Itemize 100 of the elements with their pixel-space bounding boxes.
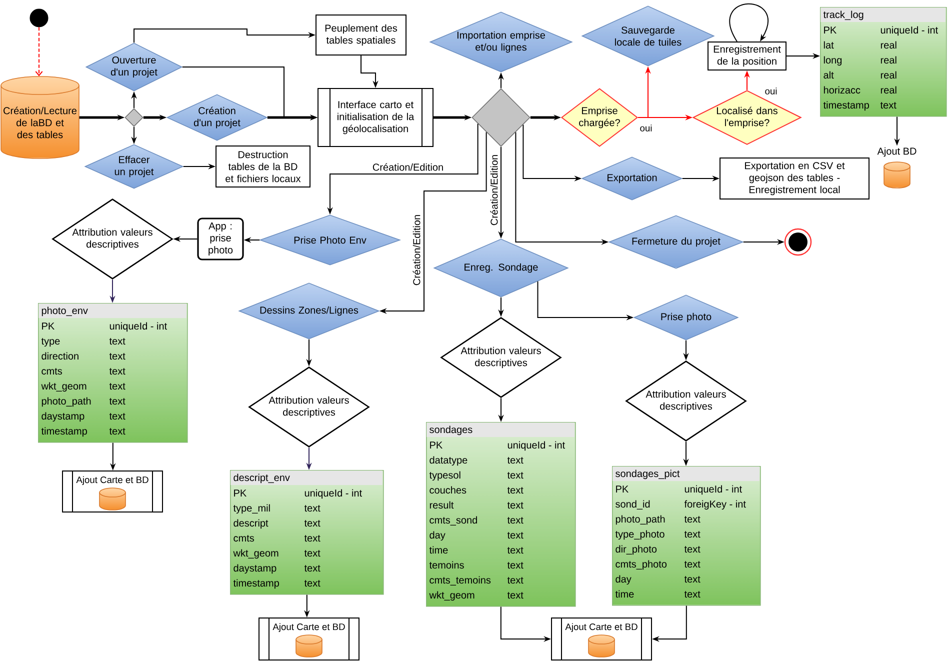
- process-box: Exportation en CSV et geojson des tables - Enregistrement local: [720, 158, 870, 200]
- field-name: wkt_geom: [41, 382, 86, 392]
- field-name: time: [429, 546, 448, 554]
- field-type: text: [507, 502, 524, 509]
- edge-label: oui: [764, 87, 778, 95]
- field-type: text: [304, 580, 320, 587]
- field-name: typesol: [429, 471, 460, 481]
- field-name: PK: [234, 490, 246, 496]
- field-type: text: [109, 368, 126, 375]
- field-name: long: [824, 56, 842, 66]
- field-type: uniqueId - int: [110, 322, 167, 332]
- field-name: type: [41, 338, 60, 347]
- subprocess-box: Interface carto et initialisation de la géolocalisation: [318, 88, 434, 147]
- field-name: PK: [824, 26, 836, 34]
- field-type: foreigKey - int: [684, 500, 746, 510]
- arrow: [35, 26, 43, 76]
- field-name: daystamp: [42, 412, 84, 422]
- field-type: text: [507, 472, 524, 479]
- field-type: uniqueId - int: [880, 26, 938, 36]
- field-type: text: [507, 517, 524, 524]
- field-name: cmts_temoins: [430, 576, 491, 586]
- field-type: uniqueId - int: [304, 489, 362, 499]
- field-name: direction: [42, 352, 78, 360]
- field-type: real: [880, 56, 896, 64]
- field-type: text: [304, 565, 320, 572]
- field-name: cmts_photo: [616, 560, 667, 570]
- field-name: time: [615, 590, 634, 598]
- field-name: photo_path: [616, 515, 665, 525]
- field-name: wkt_geom: [233, 549, 278, 559]
- process-box: Enregistrement de la position: [708, 42, 787, 70]
- edge-label: oui: [639, 124, 653, 132]
- field-type: text: [507, 592, 524, 599]
- field-name: cmts_sond: [430, 516, 477, 526]
- field-name: couches: [430, 486, 466, 494]
- field-type: text: [109, 338, 126, 345]
- field-name: type_photo: [615, 530, 664, 540]
- start-circle: [30, 8, 48, 28]
- field-name: lat: [824, 41, 834, 49]
- field-name: day: [430, 531, 446, 541]
- field-type: text: [880, 102, 896, 109]
- process-box: Destruction tables de la BD et fichiers locaux: [216, 146, 310, 188]
- field-name: timestamp: [41, 427, 87, 437]
- field-name: day: [616, 575, 632, 585]
- field-type: real: [880, 41, 896, 49]
- table-title: descript_env: [234, 474, 290, 484]
- field-type: text: [684, 546, 700, 553]
- field-type: text: [304, 520, 320, 527]
- field-type: text: [304, 550, 320, 557]
- field-name: alt: [824, 71, 834, 79]
- field-name: sond_id: [616, 500, 650, 510]
- field-name: temoins: [429, 561, 464, 569]
- field-name: cmts: [234, 535, 254, 542]
- edge-label: Création/Edition: [372, 162, 444, 172]
- field-type: text: [684, 531, 700, 538]
- decision-diamond: [124, 108, 144, 127]
- loop-arrow: [729, 3, 768, 42]
- field-type: text: [507, 487, 524, 494]
- field-type: text: [109, 398, 126, 405]
- field-name: wkt_geom: [429, 591, 474, 601]
- field-type: uniqueId - int: [508, 441, 565, 451]
- end-circle: [784, 228, 812, 256]
- database-cylinder: Création/Lecture de laBD et des tables: [0, 76, 80, 159]
- rounded-box: App : prise photo: [197, 218, 244, 260]
- field-type: text: [507, 532, 524, 539]
- edge-label: Création/Edition: [412, 214, 421, 286]
- field-name: PK: [42, 322, 54, 330]
- field-type: text: [507, 577, 524, 584]
- field-type: text: [304, 535, 320, 542]
- table-title: sondages_pict: [616, 470, 680, 480]
- field-name: PK: [430, 442, 442, 448]
- edge-label: Création/Edition: [490, 154, 498, 226]
- field-type: text: [507, 457, 524, 464]
- field-type: text: [684, 576, 700, 583]
- field-name: daystamp: [234, 564, 276, 574]
- field-name: horizacc: [824, 86, 860, 94]
- field-type: text: [109, 413, 126, 420]
- field-name: PK: [616, 486, 628, 492]
- field-type: text: [684, 561, 700, 568]
- field-type: text: [684, 591, 700, 598]
- field-name: type_mil: [233, 504, 270, 514]
- field-type: text: [507, 547, 524, 554]
- field-type: text: [304, 505, 320, 512]
- table-title: sondages: [430, 426, 472, 436]
- process-box: Peuplement des tables spatiales: [316, 14, 406, 56]
- table-title: photo_env: [42, 306, 88, 316]
- field-name: photo_path: [42, 397, 91, 407]
- field-type: real: [880, 71, 896, 79]
- field-name: result: [430, 501, 454, 509]
- field-name: datatype: [430, 456, 468, 466]
- field-name: cmts: [42, 368, 62, 375]
- field-type: text: [684, 516, 700, 523]
- table-title: track_log: [823, 10, 864, 20]
- field-name: descript: [234, 519, 268, 529]
- field-name: dir_photo: [616, 545, 657, 555]
- database-label: Ajout BD: [877, 147, 916, 157]
- field-name: timestamp: [233, 579, 279, 589]
- field-type: text: [109, 428, 126, 435]
- field-type: text: [109, 383, 126, 390]
- field-name: timestamp: [823, 101, 869, 111]
- field-type: uniqueId - int: [684, 485, 742, 495]
